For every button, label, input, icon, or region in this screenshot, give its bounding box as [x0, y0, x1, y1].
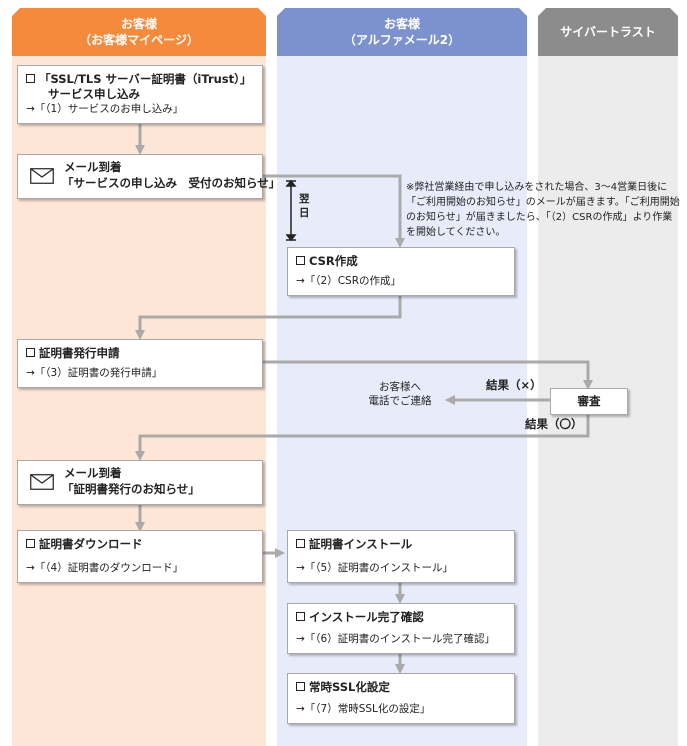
- step-csr[interactable]: CSR作成 →「（2）CSRの作成」: [287, 247, 515, 296]
- lane-header-mypage: お客様 （お客様マイページ）: [12, 8, 266, 56]
- mail2-text: メール到着 「証明書発行のお知らせ」: [62, 465, 200, 497]
- step-csr-title-text: CSR作成: [309, 254, 358, 268]
- step-apply-title2: サービス申し込み: [48, 87, 140, 101]
- arrow-csr-to-request: [135, 295, 402, 340]
- lane-header-mail-line1: お客様: [383, 17, 420, 31]
- step-csr-title: CSR作成: [296, 254, 358, 269]
- step-request[interactable]: 証明書発行申請 →「（3）証明書の発行申請」: [17, 339, 263, 388]
- contact-line1: お客様へ: [379, 381, 421, 393]
- contact-customer-label: お客様へ 電話でご連絡: [360, 380, 440, 408]
- step-apply-link[interactable]: →「（1）サービスのお申し込み」: [26, 103, 184, 115]
- lane-header-mail-line2: （アルファメール2）: [343, 33, 461, 47]
- arrow-request-to-review: [262, 360, 593, 390]
- lane-header-cybertrust-label: サイバートラスト: [560, 25, 656, 39]
- next-day-bracket: [285, 179, 297, 242]
- step-csr-link[interactable]: →「（2）CSRの作成」: [296, 275, 402, 287]
- step-install-check-title: インストール完了確認: [296, 610, 424, 625]
- note-sales-route: ※弊社営業経由で申し込みをされた場合、3～4営業日後に「ご利用開始のお知らせ」の…: [406, 182, 680, 238]
- step-apply-title1: 「SSL/TLS サーバー証明書（iTrust）」: [39, 72, 252, 86]
- lane-header-mail: お客様 （アルファメール2）: [277, 8, 527, 56]
- lane-header-mypage-line2: （お客様マイページ）: [79, 33, 199, 47]
- step-ssl-setting-link[interactable]: →「（7）常時SSL化の設定」: [296, 703, 431, 715]
- step-install-title: 証明書インストール: [296, 537, 412, 552]
- step-ssl-setting-title-text: 常時SSL化設定: [309, 680, 390, 694]
- step-apply[interactable]: 「SSL/TLS サーバー証明書（iTrust）」 サービス申し込み →「（1）…: [17, 65, 263, 124]
- step-apply-title: 「SSL/TLS サーバー証明書（iTrust）」 サービス申し込み: [26, 72, 251, 102]
- step-ssl-setting-title: 常時SSL化設定: [296, 680, 390, 695]
- mail-icon: [30, 168, 54, 184]
- mail1-line2: 「サービスの申し込み 受付のお知らせ」: [62, 176, 281, 190]
- step-download[interactable]: 証明書ダウンロード →「（4）証明書のダウンロード」: [17, 530, 263, 583]
- step-install[interactable]: 証明書インストール →「（5）証明書のインストール」: [287, 530, 515, 583]
- checkbox-icon: [26, 539, 35, 548]
- checkbox-icon: [26, 74, 35, 83]
- step-install-link[interactable]: →「（5）証明書のインストール」: [296, 562, 454, 574]
- step-download-title: 証明書ダウンロード: [26, 537, 143, 552]
- step-install-check-link[interactable]: →「（6）証明書のインストール完了確認」: [296, 633, 496, 645]
- checkbox-icon: [26, 348, 35, 357]
- step-mail-received-2: メール到着 「証明書発行のお知らせ」: [17, 460, 263, 505]
- mail-icon: [30, 474, 54, 490]
- lane-header-cybertrust: サイバートラスト: [538, 8, 678, 56]
- mail1-text: メール到着 「サービスの申し込み 受付のお知らせ」: [62, 159, 281, 191]
- step-request-link[interactable]: →「（3）証明書の発行申請」: [26, 367, 163, 379]
- step-review: 審査: [550, 388, 628, 415]
- arrow-mail1-to-csr: [262, 174, 405, 248]
- result-ok-label: 結果（〇）: [525, 417, 583, 431]
- step-ssl-setting[interactable]: 常時SSL化設定 →「（7）常時SSL化の設定」: [287, 673, 515, 724]
- mail1-line1: メール到着: [64, 160, 122, 174]
- contact-line2: 電話でご連絡: [368, 395, 432, 407]
- step-mail-received-1: メール到着 「サービスの申し込み 受付のお知らせ」: [17, 154, 280, 199]
- step-request-title: 証明書発行申請: [26, 346, 120, 361]
- checkbox-icon: [296, 539, 305, 548]
- step-install-check[interactable]: インストール完了確認 →「（6）証明書のインストール完了確認」: [287, 603, 515, 654]
- step-install-title-text: 証明書インストール: [309, 537, 413, 551]
- mail2-line1: メール到着: [64, 466, 122, 480]
- mail2-line2: 「証明書発行のお知らせ」: [62, 482, 200, 496]
- step-download-link[interactable]: →「（4）証明書のダウンロード」: [26, 562, 184, 574]
- checkbox-icon: [296, 256, 305, 265]
- lane-header-mypage-line1: お客様: [120, 17, 157, 31]
- step-install-check-title-text: インストール完了確認: [309, 610, 424, 624]
- step-request-title-text: 証明書発行申請: [39, 346, 120, 360]
- checkbox-icon: [296, 682, 305, 691]
- checkbox-icon: [296, 612, 305, 621]
- result-ng-label: 結果（×）: [486, 378, 542, 392]
- step-download-title-text: 証明書ダウンロード: [39, 537, 143, 551]
- next-day-label: 翌日: [299, 193, 310, 219]
- arrow-review-ok: [135, 414, 590, 461]
